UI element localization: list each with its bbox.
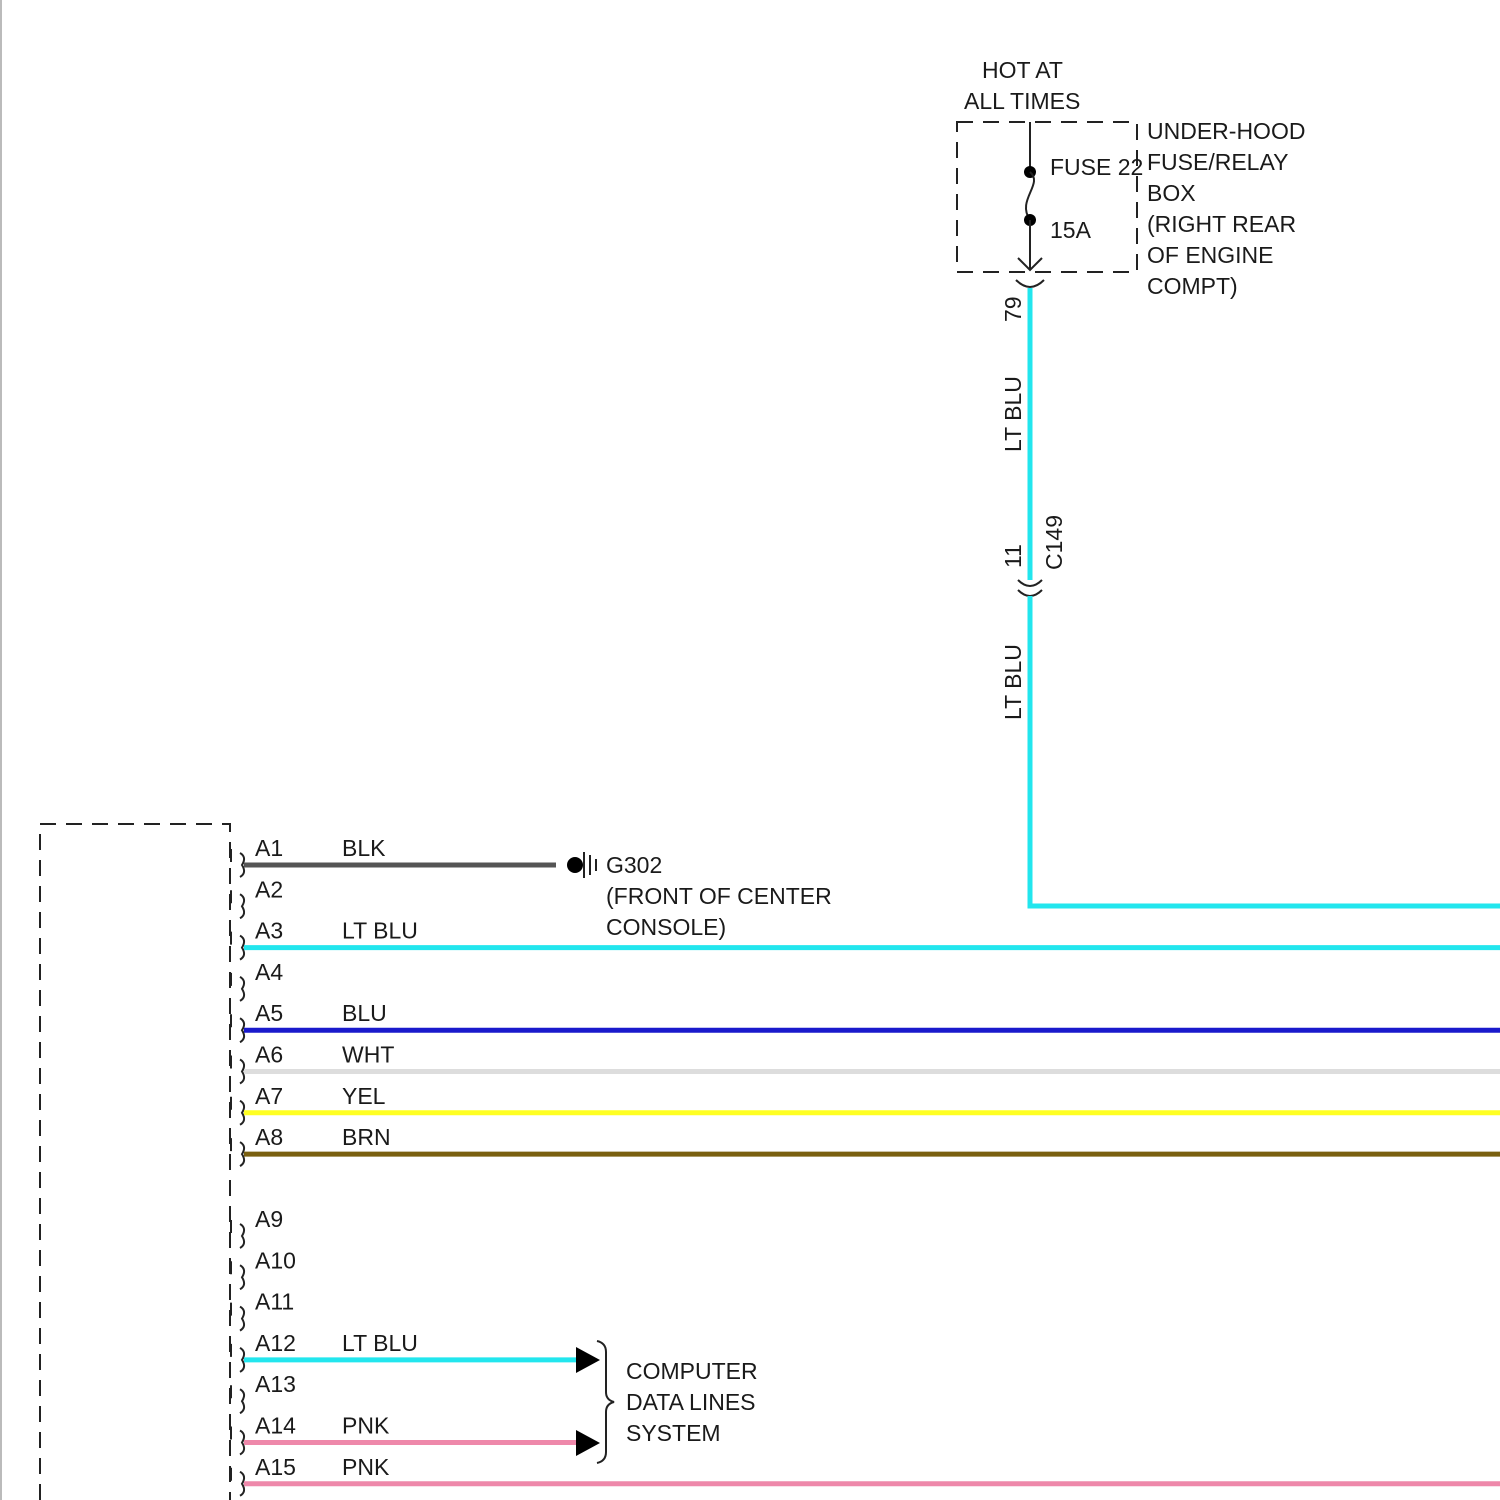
pin-row-a7: A7 YEL bbox=[231, 1083, 1500, 1125]
box-label-4: (RIGHT REAR bbox=[1147, 211, 1296, 237]
pin-row-a4: A4 bbox=[231, 959, 283, 1001]
c149-connector-icon bbox=[1018, 580, 1042, 586]
c149-connector-id: C149 bbox=[1041, 515, 1067, 570]
wire-color-label: PNK bbox=[342, 1413, 390, 1439]
pin-row-a9: A9 bbox=[231, 1206, 283, 1248]
pin-row-a2: A2 bbox=[231, 876, 283, 918]
pin-cavity-icon bbox=[231, 849, 244, 877]
pin-row-a8: A8 BRN bbox=[231, 1124, 1500, 1166]
data-lines-label-1: COMPUTER bbox=[626, 1358, 758, 1384]
upper-wire-color: LT BLU bbox=[1000, 376, 1026, 452]
wire-color-label: BRN bbox=[342, 1124, 391, 1150]
pin-number: A3 bbox=[255, 918, 283, 944]
wire-color-label: LT BLU bbox=[342, 918, 418, 944]
pin-cavity-icon bbox=[231, 1097, 244, 1125]
wire-color-label: WHT bbox=[342, 1042, 394, 1068]
pin-number: A11 bbox=[255, 1289, 294, 1315]
pin-cavity-icon bbox=[231, 1138, 244, 1166]
c149-connector-icon-2 bbox=[1018, 590, 1042, 596]
pin-number: A7 bbox=[255, 1083, 283, 1109]
pin-cavity-icon bbox=[231, 1468, 244, 1496]
pin-number: A5 bbox=[255, 1000, 283, 1026]
ground-location-1: (FRONT OF CENTER bbox=[606, 883, 832, 909]
pin-number: A13 bbox=[255, 1371, 296, 1397]
fuse-box-outline bbox=[957, 122, 1137, 272]
wire-color-label: BLU bbox=[342, 1000, 387, 1026]
box-label-3: BOX bbox=[1147, 180, 1196, 206]
component-outline bbox=[40, 824, 230, 1500]
pin-row-a13: A13 bbox=[231, 1371, 296, 1413]
wire-color-label: YEL bbox=[342, 1083, 386, 1109]
pin-cavity-icon bbox=[231, 1303, 244, 1331]
pin-row-a6: A6 WHT bbox=[231, 1042, 1500, 1084]
pin-cavity-icon bbox=[231, 973, 244, 1001]
pin-row-a15: A15 PNK bbox=[231, 1454, 1500, 1496]
pin-number: A10 bbox=[255, 1247, 296, 1273]
wire-color-label: BLK bbox=[342, 835, 386, 861]
ground-location-2: CONSOLE) bbox=[606, 914, 726, 940]
pin-number: A1 bbox=[255, 835, 283, 861]
fuse-icon bbox=[1026, 172, 1034, 220]
pin-number: A6 bbox=[255, 1042, 283, 1068]
hot-at-label: HOT AT bbox=[982, 57, 1063, 83]
pin-number: A12 bbox=[255, 1330, 296, 1356]
pin-row-a10: A10 bbox=[231, 1247, 296, 1289]
pin-cavity-icon bbox=[231, 1344, 244, 1372]
data-line-arrow-icon-a12 bbox=[576, 1347, 600, 1373]
pin-cavity-icon bbox=[231, 1261, 244, 1289]
lower-wire-color: LT BLU bbox=[1000, 644, 1026, 720]
fuse-rating: 15A bbox=[1050, 217, 1092, 243]
box-label-2: FUSE/RELAY bbox=[1147, 149, 1288, 175]
pin-row-a5: A5 BLU bbox=[231, 1000, 1500, 1042]
pin-number: A8 bbox=[255, 1124, 283, 1150]
pin-cavity-icon bbox=[231, 890, 244, 918]
pin-number: A15 bbox=[255, 1454, 296, 1480]
pin-cavity-icon bbox=[231, 932, 244, 960]
pin-cavity-icon bbox=[231, 1385, 244, 1413]
box-label-5: OF ENGINE bbox=[1147, 242, 1274, 268]
data-line-arrow-icon-a14 bbox=[576, 1430, 600, 1456]
pin-row-a1: A1 BLK bbox=[231, 835, 556, 877]
data-lines-label-2: DATA LINES bbox=[626, 1389, 756, 1415]
pin-row-a14: A14 PNK bbox=[231, 1413, 576, 1455]
pin-row-a12: A12 LT BLU bbox=[231, 1330, 576, 1372]
pin-row-a3: A3 LT BLU bbox=[231, 918, 1500, 960]
data-lines-brace-icon bbox=[597, 1341, 614, 1463]
vertical-wire: LT BLU 11 C149 LT BLU bbox=[1000, 288, 1500, 906]
wire-color-label: LT BLU bbox=[342, 1330, 418, 1356]
pin-cavity-icon bbox=[231, 1427, 244, 1455]
ground-splice-dot bbox=[567, 857, 583, 873]
box-pin-number: 79 bbox=[1000, 296, 1026, 322]
c149-pin-number: 11 bbox=[1000, 544, 1026, 568]
pin-row-a11: A11 bbox=[231, 1289, 294, 1331]
data-lines-group: COMPUTER DATA LINES SYSTEM bbox=[576, 1341, 758, 1463]
wire-color-label: PNK bbox=[342, 1454, 390, 1480]
box-label-6: COMPT) bbox=[1147, 273, 1238, 299]
pin-cavity-icon bbox=[231, 1056, 244, 1084]
pin-number: A4 bbox=[255, 959, 283, 985]
ground-id: G302 bbox=[606, 852, 662, 878]
data-lines-label-3: SYSTEM bbox=[626, 1420, 721, 1446]
pin-number: A9 bbox=[255, 1206, 283, 1232]
box-label-1: UNDER-HOOD bbox=[1147, 118, 1305, 144]
all-times-label: ALL TIMES bbox=[964, 88, 1080, 114]
pin-cavity-icon bbox=[231, 1220, 244, 1248]
pin-number: A2 bbox=[255, 876, 283, 902]
fuse-label: FUSE 22 bbox=[1050, 154, 1143, 180]
pin-cavity-icon bbox=[231, 1014, 244, 1042]
fuse-box: HOT AT ALL TIMES FUSE 22 15A UNDER-HOOD … bbox=[957, 57, 1305, 322]
ground-g302: G302 (FRONT OF CENTER CONSOLE) bbox=[567, 852, 832, 940]
pin-number: A14 bbox=[255, 1413, 296, 1439]
connector-cup-icon bbox=[1016, 280, 1044, 287]
vertical-wire-lower bbox=[1030, 596, 1500, 906]
